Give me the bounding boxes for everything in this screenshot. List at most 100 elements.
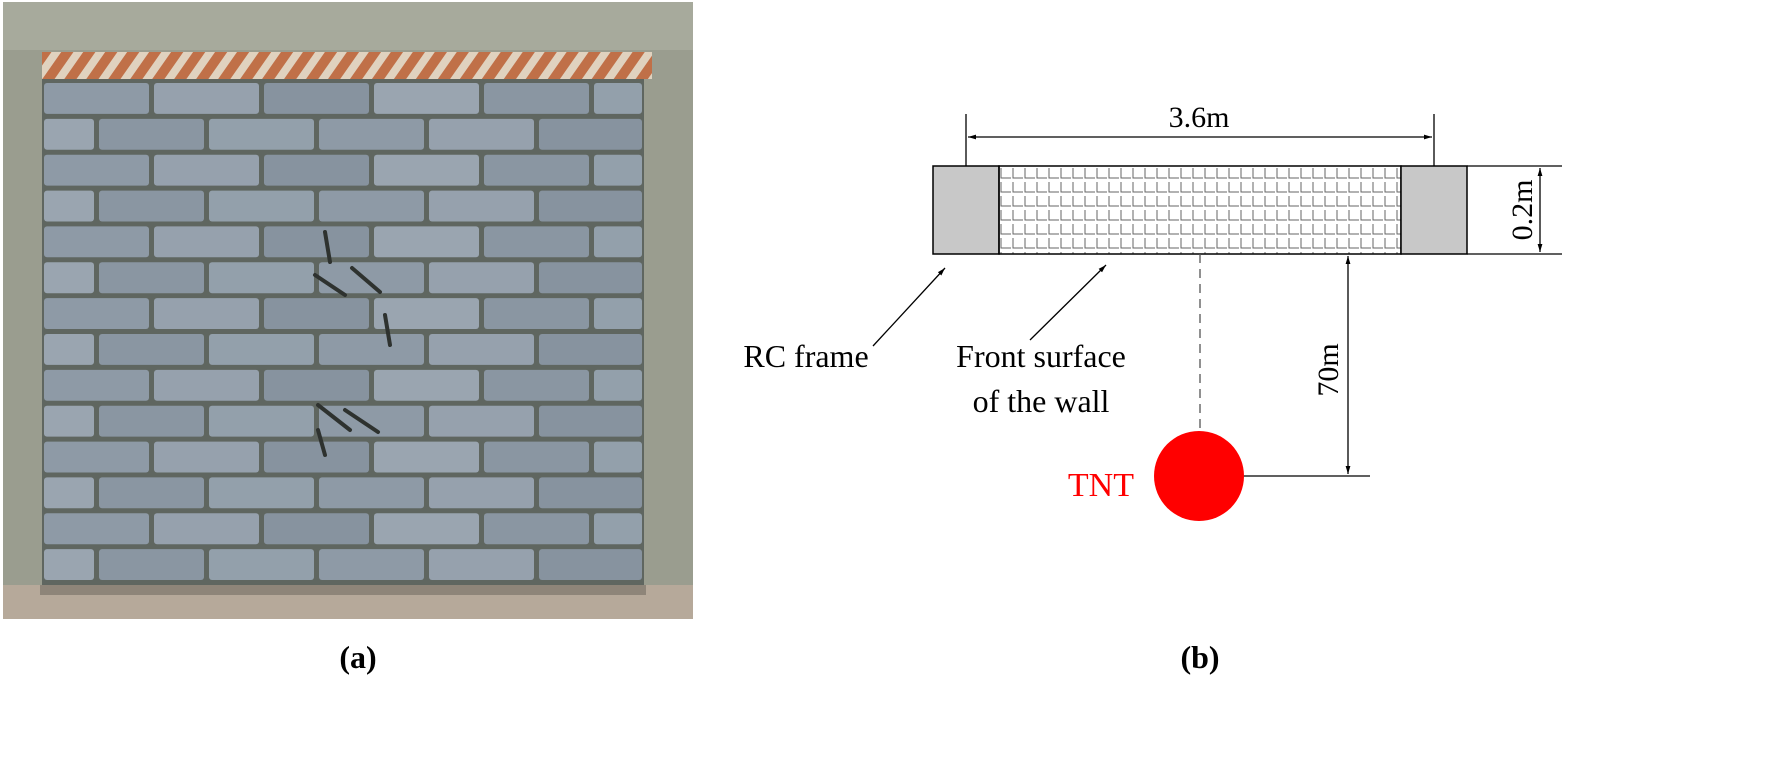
brick (209, 477, 314, 509)
brick (264, 83, 369, 114)
standoff-dimension-label: 70m (1312, 343, 1345, 396)
brick (539, 190, 642, 222)
brick (154, 298, 259, 329)
brick (594, 369, 642, 401)
brick (374, 369, 479, 401)
blast-setup-diagram: 3.6m 0.2m 70m TNT RC frame Front surface… (743, 101, 1562, 521)
brick (154, 441, 259, 473)
brick (539, 118, 642, 150)
brick (99, 262, 204, 294)
plaster-band (3, 2, 693, 50)
brick (264, 298, 369, 329)
brick (264, 369, 369, 401)
brick (99, 118, 204, 150)
brick (429, 334, 534, 365)
brick (429, 405, 534, 437)
brick (539, 405, 642, 437)
crack-marks (313, 230, 392, 457)
brick (539, 262, 642, 294)
tnt-label: TNT (1068, 467, 1134, 504)
brick (209, 190, 314, 222)
brick (44, 477, 94, 509)
brick (99, 549, 204, 580)
brick (209, 334, 314, 365)
brick (484, 513, 589, 545)
brick (374, 226, 479, 258)
brick (594, 83, 642, 114)
thickness-dimension-label: 0.2m (1506, 180, 1539, 241)
front-surface-leader (1029, 264, 1107, 341)
width-dimension-label: 3.6m (1169, 101, 1230, 134)
rc-frame-left (932, 165, 1000, 255)
rc-frame-label: RC frame (743, 338, 868, 374)
brick (319, 334, 424, 365)
brick (594, 154, 642, 186)
brick (374, 298, 479, 329)
panel-a-label: (a) (339, 639, 376, 675)
brick (319, 405, 424, 437)
brick (429, 477, 534, 509)
brick (539, 477, 642, 509)
brick (99, 190, 204, 222)
brick (209, 405, 314, 437)
bricks (44, 83, 642, 580)
brick (154, 226, 259, 258)
brick (44, 334, 94, 365)
panel-b-label: (b) (1180, 639, 1219, 675)
brick (374, 83, 479, 114)
brick (264, 441, 369, 473)
brick (374, 513, 479, 545)
brick (44, 369, 149, 401)
tnt-charge (1154, 431, 1244, 521)
brick (209, 118, 314, 150)
brick (44, 118, 94, 150)
brick (429, 262, 534, 294)
brick (429, 190, 534, 222)
brick (594, 226, 642, 258)
brick (44, 405, 94, 437)
brick (374, 154, 479, 186)
brick (44, 226, 149, 258)
brick (44, 549, 94, 580)
brick (484, 441, 589, 473)
brick (594, 513, 642, 545)
brick (99, 334, 204, 365)
brick (374, 441, 479, 473)
brick (484, 298, 589, 329)
brick (429, 549, 534, 580)
brick (44, 298, 149, 329)
wall-base-top (40, 585, 646, 595)
rc-frame-right (1400, 165, 1468, 255)
front-surface-label-line2: of the wall (973, 383, 1110, 419)
brick (319, 549, 424, 580)
brick (429, 118, 534, 150)
front-surface-label-line1: Front surface (956, 338, 1126, 374)
brick (99, 405, 204, 437)
brick (154, 154, 259, 186)
brick (264, 513, 369, 545)
brick (264, 226, 369, 258)
brick (264, 154, 369, 186)
brick (484, 369, 589, 401)
brick (319, 477, 424, 509)
brick (539, 334, 642, 365)
brick (594, 298, 642, 329)
lintel-strip (42, 52, 652, 79)
brick (319, 190, 424, 222)
brick (44, 262, 94, 294)
brick (484, 154, 589, 186)
masonry-wall-photo (3, 2, 693, 619)
brick (319, 118, 424, 150)
brick (209, 549, 314, 580)
brick (44, 154, 149, 186)
brick (44, 83, 149, 114)
brick (44, 441, 149, 473)
brick (44, 190, 94, 222)
brick (484, 226, 589, 258)
brick (594, 441, 642, 473)
brick (484, 83, 589, 114)
brick (154, 83, 259, 114)
brick (209, 262, 314, 294)
brick (99, 477, 204, 509)
